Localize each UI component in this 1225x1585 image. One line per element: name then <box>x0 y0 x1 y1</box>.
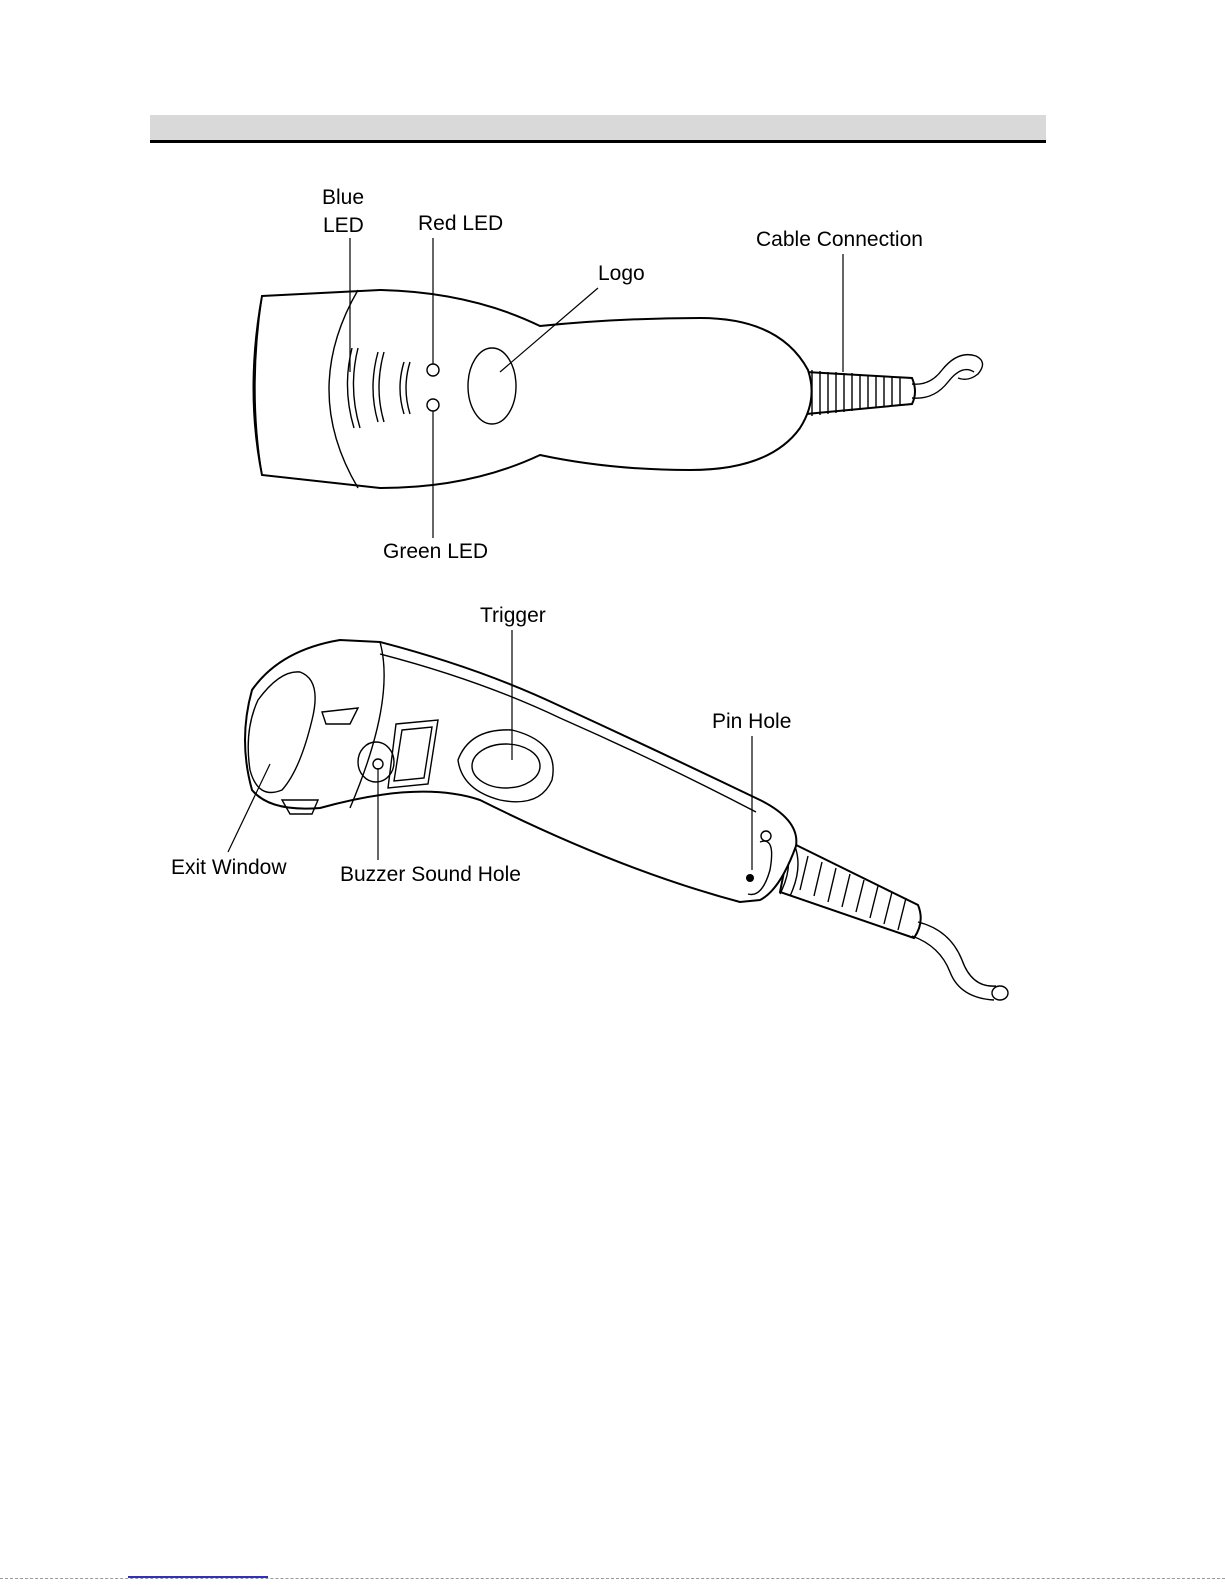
pin-hole <box>746 874 754 882</box>
cable-coil <box>806 355 983 416</box>
label-green-led: Green LED <box>383 540 488 563</box>
label-logo: Logo <box>598 262 645 285</box>
label-blue-led-line2: LED <box>323 214 364 237</box>
scanner-top-view <box>254 290 983 488</box>
footer-divider <box>0 1578 1225 1579</box>
footer-link-underline <box>128 1576 268 1578</box>
label-trigger: Trigger <box>480 604 546 627</box>
side-cable <box>780 836 1008 1000</box>
label-red-led: Red LED <box>418 212 503 235</box>
label-buzzer-sound-hole: Buzzer Sound Hole <box>340 863 521 886</box>
label-cable-connection: Cable Connection <box>756 228 923 251</box>
label-pin-hole: Pin Hole <box>712 710 791 733</box>
scanner-side-view <box>245 640 1008 1000</box>
scanner-top-body <box>254 290 812 488</box>
label-blue-led-line1: Blue <box>322 186 364 209</box>
label-exit-window: Exit Window <box>171 856 287 879</box>
